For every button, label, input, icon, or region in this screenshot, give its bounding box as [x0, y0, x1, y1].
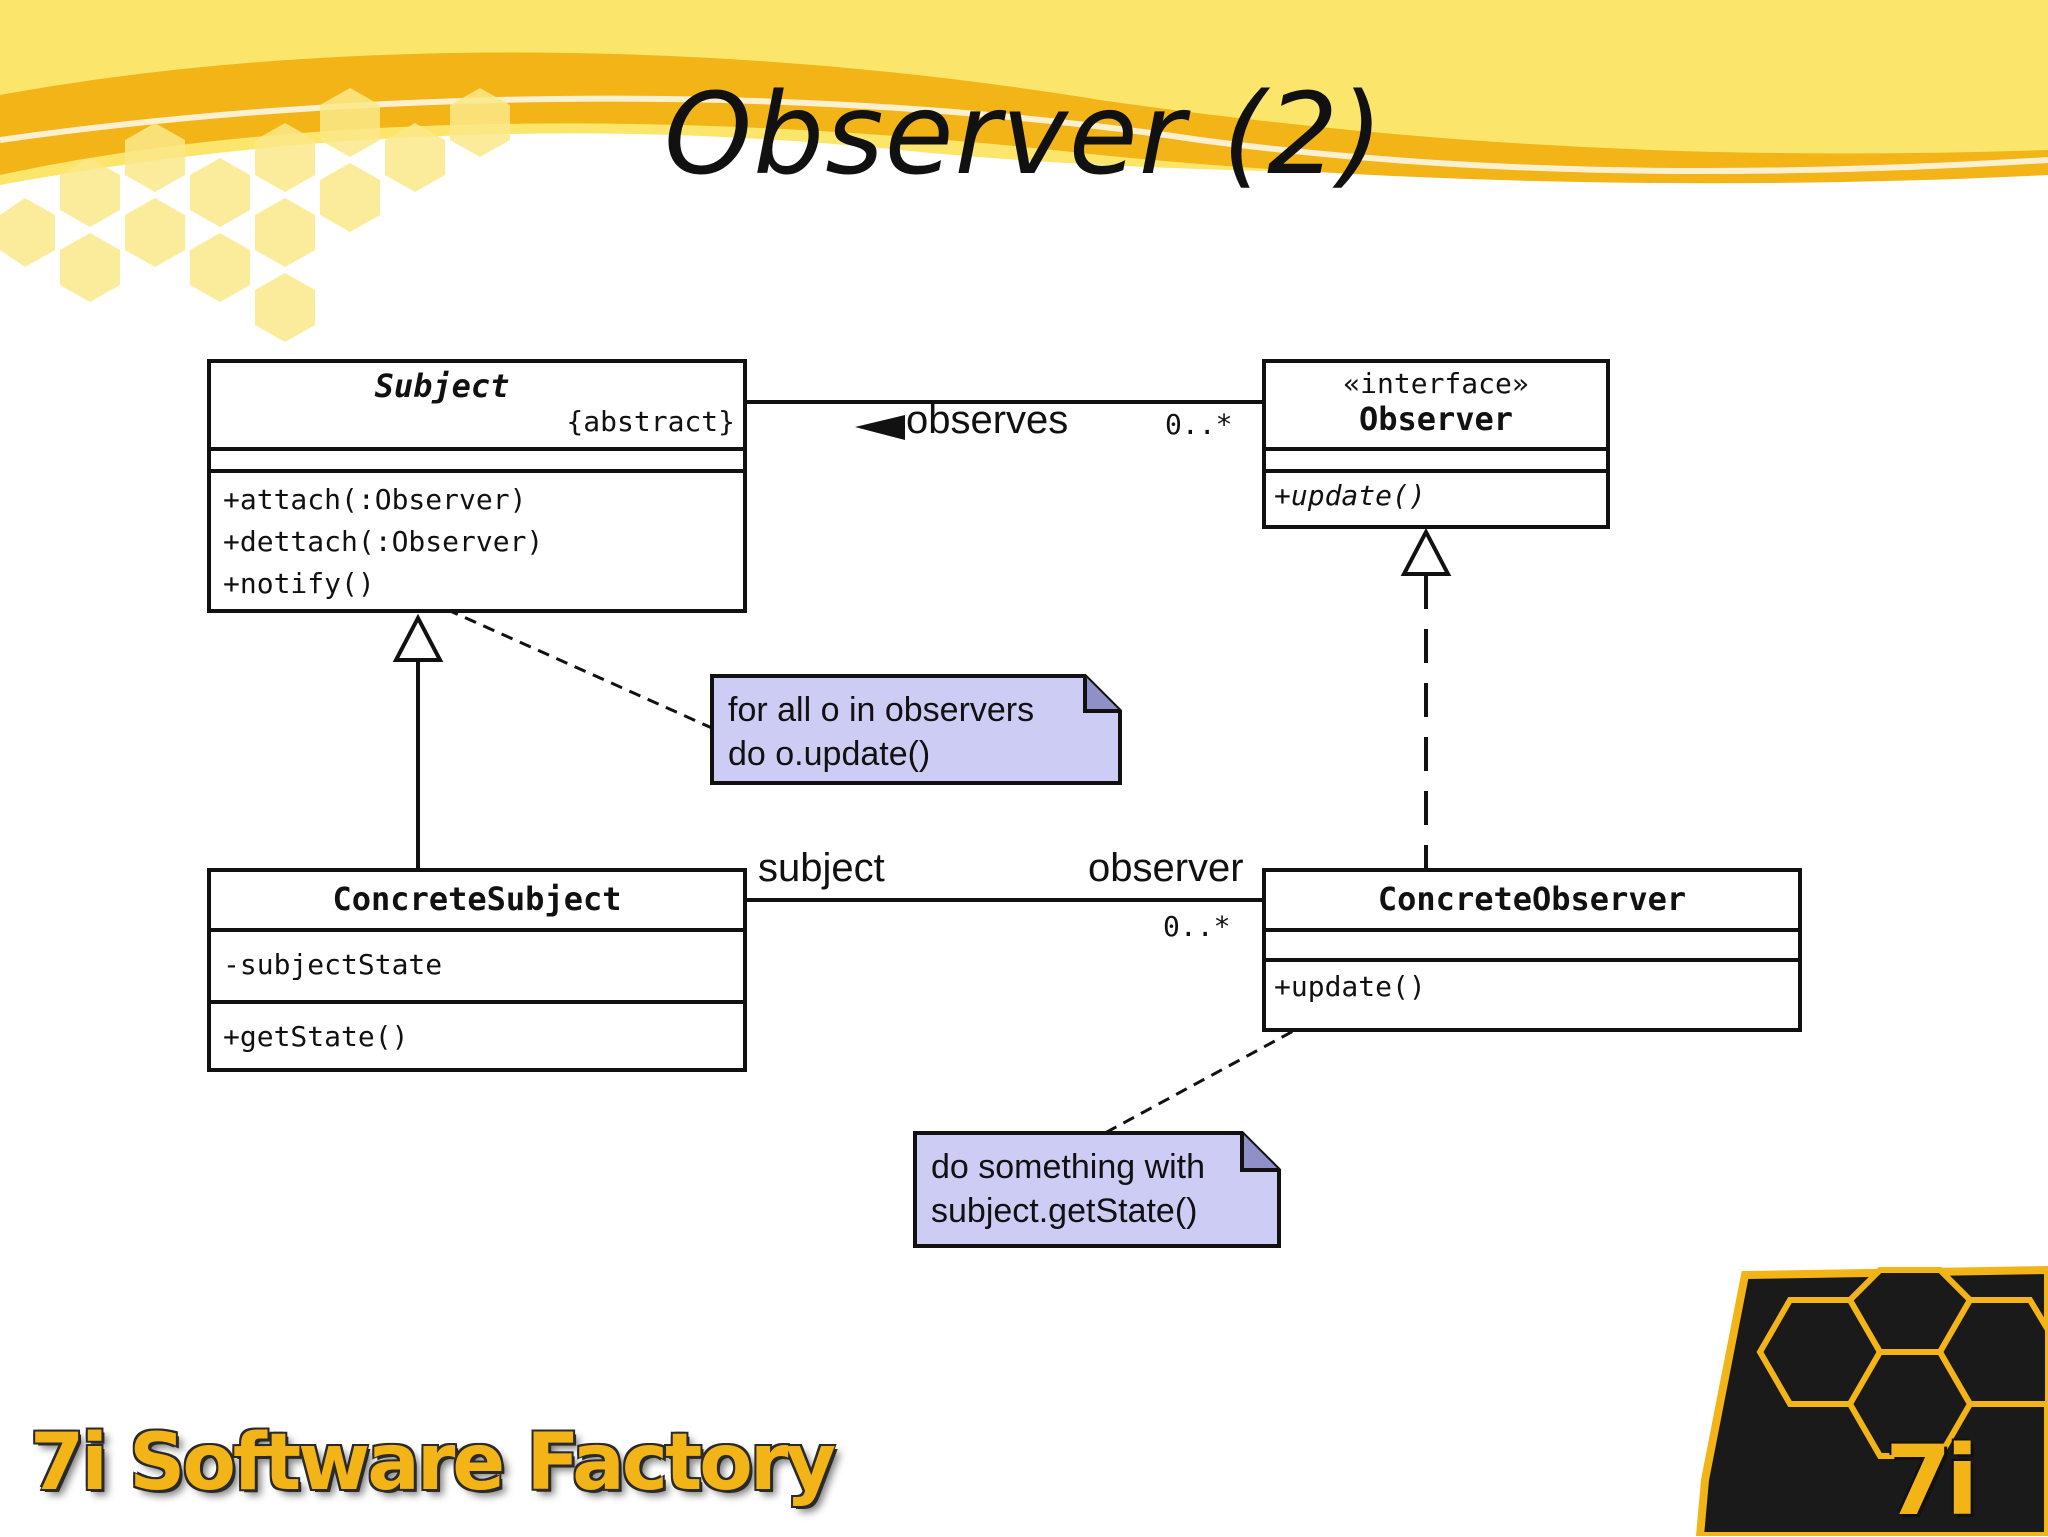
- concrete-subject-name-section: ConcreteSubject: [211, 872, 743, 932]
- subject-class-name: Subject: [374, 367, 510, 405]
- subject-method-attach: +attach(:Observer): [223, 483, 527, 516]
- subject-class[interactable]: Subject {abstract} +attach(:Observer) +d…: [207, 359, 747, 613]
- notify-note-line-2: do o.update(): [728, 735, 931, 773]
- subject-methods-section: +attach(:Observer) +dettach(:Observer) +…: [211, 473, 743, 605]
- concrete-subject-attribute-state: -subjectState: [223, 948, 443, 981]
- slide-title: Observer (2): [663, 70, 1385, 200]
- honeycomb-pattern: [0, 88, 510, 342]
- concrete-subject-method-getstate: +getState(): [223, 1020, 409, 1053]
- notify-note-text: for all o in observers do o.update(): [712, 676, 1092, 784]
- concrete-subject-methods-section: +getState(): [211, 1004, 743, 1058]
- realization-arrowhead: [1400, 527, 1452, 576]
- observer-method-update: +update(): [1274, 479, 1426, 512]
- subject-method-dettach: +dettach(:Observer): [223, 525, 544, 558]
- observer-methods-section: +update(): [1266, 473, 1606, 517]
- observes-direction-arrow: [855, 415, 905, 440]
- observer-stereotype: «interface»: [1343, 367, 1529, 400]
- subject-abstract-constraint: {abstract}: [566, 405, 735, 438]
- note-shapes: [710, 674, 1281, 1248]
- subject-name-section: Subject {abstract}: [211, 363, 743, 451]
- observer-interface[interactable]: «interface» Observer +update(): [1262, 359, 1610, 529]
- observer-multiplicity: 0..*: [1163, 910, 1231, 943]
- observer-attributes-section: [1266, 451, 1606, 473]
- concrete-observer-class-name: ConcreteObserver: [1377, 880, 1687, 918]
- concrete-observer-name-section: ConcreteObserver: [1266, 872, 1798, 932]
- notify-note-line-1: for all o in observers: [728, 691, 1035, 729]
- concrete-observer-method-update: +update(): [1274, 970, 1426, 1003]
- concrete-observer-attributes-section: [1266, 932, 1798, 962]
- subject-role-label: subject: [758, 846, 885, 890]
- observer-role-label: observer: [1088, 846, 1244, 890]
- notify-note-shape: [710, 674, 1122, 785]
- brand-wordmark: 7i Software Factory: [30, 1418, 836, 1508]
- subject-method-notify: +notify(): [223, 567, 375, 600]
- corner-logo-mark: 7i: [1885, 1425, 1979, 1537]
- observer-interface-name: Observer: [1358, 400, 1514, 438]
- concrete-observer-methods-section: +update(): [1266, 962, 1798, 1008]
- generalization-arrowhead: [392, 613, 444, 662]
- subject-attributes-section: [211, 451, 743, 473]
- update-note-line-1: do something with: [931, 1148, 1206, 1186]
- observes-multiplicity: 0..*: [1165, 408, 1233, 441]
- update-note-line-2: subject.getState(): [931, 1192, 1198, 1230]
- concrete-observer-class[interactable]: ConcreteObserver +update(): [1262, 868, 1802, 1032]
- update-note-text: do something with subject.getState(): [915, 1133, 1245, 1247]
- update-note-shape: [913, 1131, 1281, 1248]
- concrete-subject-class-name: ConcreteSubject: [332, 880, 622, 918]
- observes-label: observes: [906, 398, 1069, 442]
- concrete-subject-class[interactable]: ConcreteSubject -subjectState +getState(…: [207, 868, 747, 1072]
- observer-name-section: «interface» Observer: [1266, 363, 1606, 451]
- concrete-subject-attributes-section: -subjectState: [211, 932, 743, 1004]
- corner-logo-hexagon: [1695, 1265, 2048, 1536]
- update-note-fold: [1240, 1133, 1279, 1172]
- notify-note-fold: [1083, 676, 1120, 713]
